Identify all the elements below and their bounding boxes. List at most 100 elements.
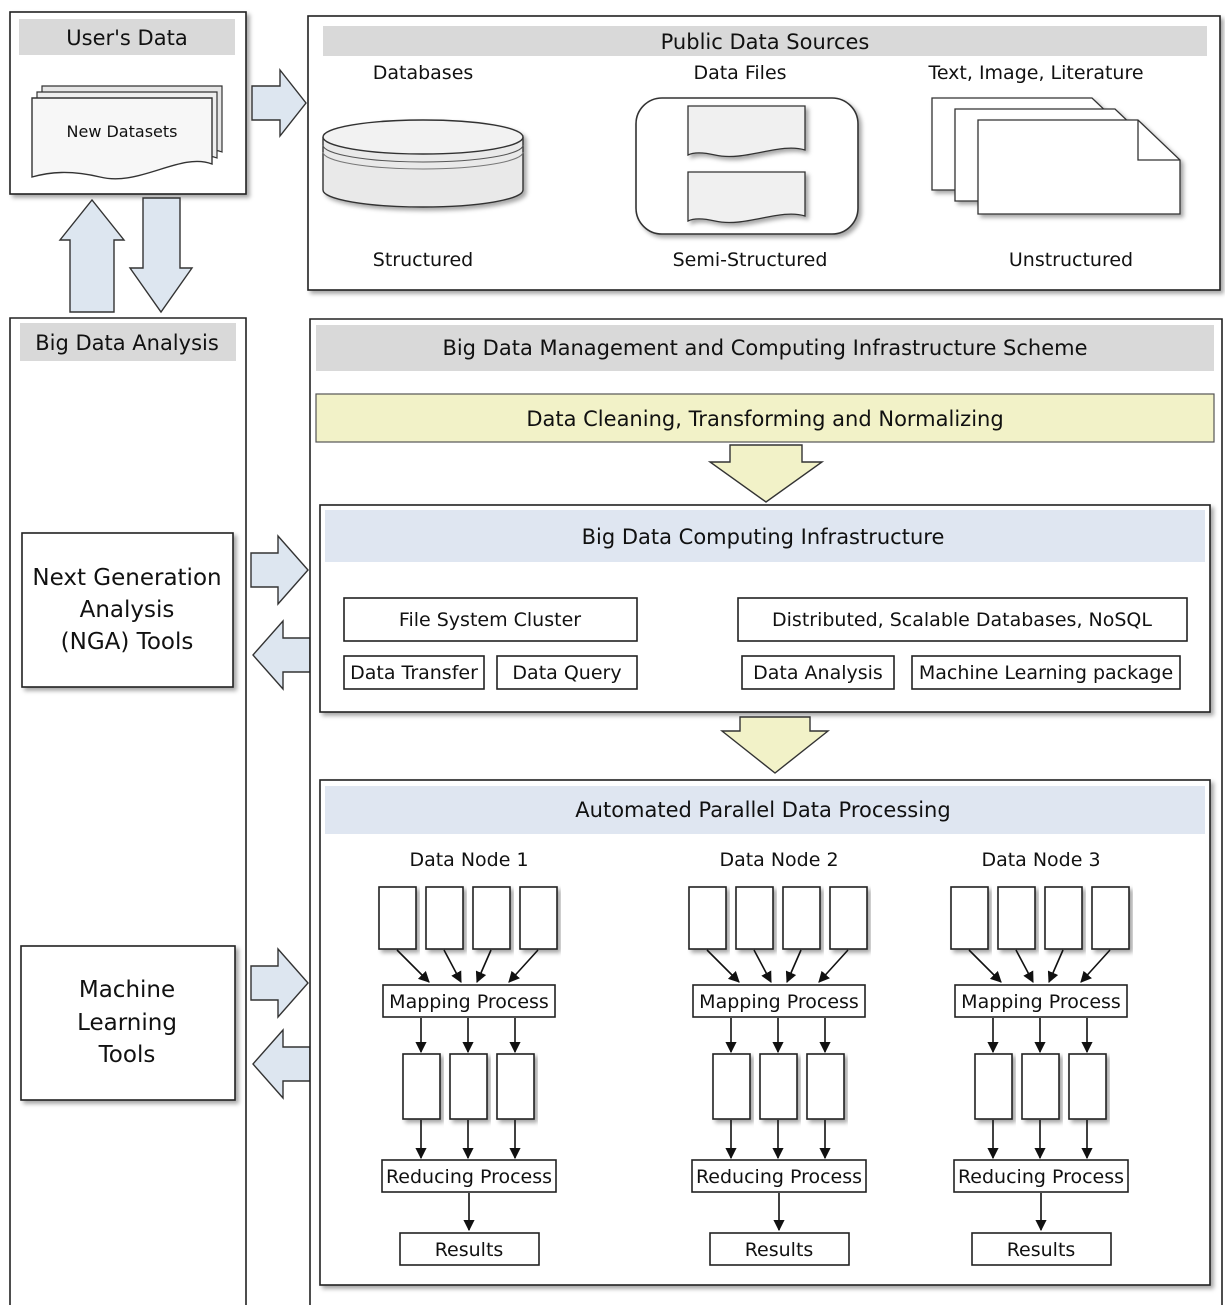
data-analysis-label: Data Analysis: [753, 662, 883, 684]
reducing-process-label: Reducing Process: [386, 1166, 552, 1188]
arrow-right-icon: [250, 947, 309, 1019]
mapping-process-label: Mapping Process: [699, 991, 859, 1013]
unstructured-label: Unstructured: [1009, 249, 1133, 271]
intermediate-block: [496, 1053, 535, 1120]
data-transfer-label: Data Transfer: [350, 662, 478, 684]
arrow-down-icon: [707, 444, 825, 503]
nga-line-3: (NGA) Tools: [61, 629, 194, 655]
input-block: [782, 886, 821, 950]
public-sources-title: Public Data Sources: [661, 30, 870, 54]
arrow-down-icon: [128, 197, 194, 314]
flow-arrow: [968, 949, 1002, 983]
arrow-left-icon: [252, 619, 311, 691]
results-label: Results: [1007, 1239, 1076, 1261]
input-block: [735, 886, 774, 950]
users-data-panel: User's Data New Datasets: [9, 11, 247, 195]
arrow-right-icon: [250, 534, 309, 606]
input-block: [425, 886, 464, 950]
input-block: [1091, 886, 1130, 950]
ml-line-1: Machine: [79, 977, 175, 1003]
nga-line-1: Next Generation: [32, 565, 221, 591]
distributed-databases-label: Distributed, Scalable Databases, NoSQL: [772, 609, 1152, 631]
documents-icon: [931, 97, 1181, 215]
results-label: Results: [435, 1239, 504, 1261]
reducing-process-label: Reducing Process: [696, 1166, 862, 1188]
new-datasets-label: New Datasets: [67, 122, 178, 141]
ml-package-label: Machine Learning package: [919, 662, 1173, 684]
data-query-label: Data Query: [512, 662, 621, 684]
flow-arrow: [785, 949, 802, 984]
input-block: [519, 886, 558, 950]
flow-arrow: [443, 949, 462, 983]
data-files-label: Data Files: [693, 62, 786, 84]
flow-arrow: [753, 949, 772, 983]
input-block: [472, 886, 511, 950]
structured-label: Structured: [373, 249, 473, 271]
intermediate-block: [449, 1053, 488, 1120]
results-label: Results: [745, 1239, 814, 1261]
input-block: [997, 886, 1036, 950]
data-files-icon: [635, 97, 859, 235]
flow-arrow: [1047, 949, 1064, 984]
processing-title: Automated Parallel Data Processing: [575, 798, 950, 822]
big-data-analysis-title: Big Data Analysis: [35, 331, 219, 355]
big-data-analysis-panel: Big Data Analysis Next Generation Analys…: [9, 317, 247, 1305]
file-system-cluster-label: File System Cluster: [399, 609, 581, 631]
cleaning-label: Data Cleaning, Transforming and Normaliz…: [526, 407, 1003, 431]
mapping-process-label: Mapping Process: [389, 991, 549, 1013]
ml-tools-box: [20, 945, 236, 1101]
ml-line-2: Learning: [77, 1010, 177, 1036]
semi-structured-label: Semi-Structured: [673, 249, 828, 271]
arrow-left-icon: [252, 1028, 311, 1100]
results-box: [971, 1232, 1112, 1266]
arrow-down-icon: [719, 716, 831, 774]
results-box: [399, 1232, 540, 1266]
flow-arrow: [1080, 949, 1111, 983]
intermediate-block: [1021, 1053, 1060, 1120]
flow-arrow: [1015, 949, 1034, 983]
data-node-name: Data Node 2: [719, 849, 838, 871]
input-block: [688, 886, 727, 950]
intermediate-block: [974, 1053, 1013, 1120]
flow-arrow: [396, 949, 430, 983]
intermediate-block: [1068, 1053, 1107, 1120]
reducing-box: [691, 1159, 867, 1193]
reducing-box: [953, 1159, 1129, 1193]
intermediate-block: [759, 1053, 798, 1120]
intermediate-block: [712, 1053, 751, 1120]
input-block: [1044, 886, 1083, 950]
mapping-box: [382, 984, 556, 1018]
arrow-up-icon: [58, 198, 126, 313]
flow-arrow: [508, 949, 539, 983]
mapping-process-label: Mapping Process: [961, 991, 1121, 1013]
input-block: [378, 886, 417, 950]
input-block: [950, 886, 989, 950]
mapping-box: [692, 984, 866, 1018]
ml-line-3: Tools: [98, 1042, 156, 1068]
results-box: [709, 1232, 850, 1266]
nga-line-2: Analysis: [80, 597, 175, 623]
users-data-title: User's Data: [66, 26, 187, 50]
nga-tools-box: [21, 532, 234, 688]
text-image-literature-label: Text, Image, Literature: [927, 62, 1143, 84]
databases-label: Databases: [373, 62, 474, 84]
flow-arrow: [818, 949, 849, 983]
flow-arrow: [475, 949, 492, 984]
reducing-box: [381, 1159, 557, 1193]
mapping-box: [954, 984, 1128, 1018]
intermediate-block: [402, 1053, 441, 1120]
intermediate-block: [806, 1053, 845, 1120]
computing-infrastructure-panel: Big Data Computing Infrastructure File S…: [319, 504, 1211, 713]
scheme-title: Big Data Management and Computing Infras…: [442, 336, 1087, 360]
database-cylinder-icon: [322, 119, 524, 208]
flow-arrow: [706, 949, 740, 983]
data-node-name: Data Node 3: [981, 849, 1100, 871]
new-datasets-icon: [31, 85, 223, 180]
reducing-process-label: Reducing Process: [958, 1166, 1124, 1188]
data-node-name: Data Node 1: [409, 849, 528, 871]
